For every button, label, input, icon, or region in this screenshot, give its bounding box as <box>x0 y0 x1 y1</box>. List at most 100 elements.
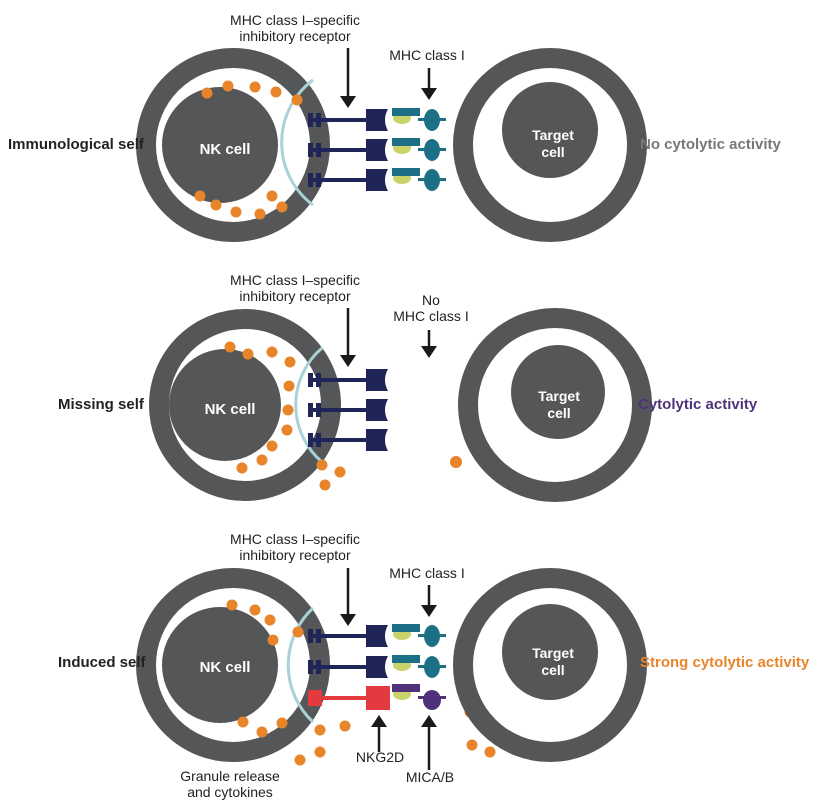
granule <box>334 466 346 478</box>
receptor-label: MHC class I–specific inhibitory receptor <box>230 272 360 304</box>
target-cell-membrane <box>458 308 652 502</box>
inhibitory-receptor-3 <box>308 429 388 451</box>
nk-cell-label: NK cell <box>199 659 251 676</box>
receptor-head <box>366 139 388 161</box>
mhc-tail <box>418 118 446 121</box>
mhc-tail <box>418 178 446 181</box>
granule <box>276 201 288 213</box>
no-mhc-label: No MHC class I <box>393 292 469 324</box>
nkg2d-label: NKG2D <box>355 749 405 765</box>
nkg2d-arrow <box>371 715 387 752</box>
inhibitory-receptor-2 <box>308 139 388 161</box>
granule <box>484 746 496 758</box>
outcome-label-no-cytolytic: No cytolytic activity <box>640 136 781 153</box>
mhc-tail <box>418 665 446 668</box>
granule <box>266 346 278 358</box>
granule-label: Granule release and cytokines <box>180 768 280 800</box>
mhc-alpha <box>392 624 420 632</box>
granule <box>256 454 268 466</box>
receptor-head <box>366 109 388 131</box>
receptor-head <box>366 169 388 191</box>
receptor-stalk <box>308 178 368 182</box>
granule <box>222 80 234 92</box>
granule <box>339 720 351 732</box>
granule <box>230 206 242 218</box>
mhc-class-i-1 <box>392 108 446 131</box>
target-cell-label: Target cell <box>532 127 574 160</box>
immune-synapse-arc <box>294 346 323 464</box>
inhibitory-receptor-2 <box>308 399 388 421</box>
receptor-stalk <box>308 696 368 700</box>
arrow-head <box>340 355 356 367</box>
granule <box>291 94 303 106</box>
mhc-arrow <box>421 585 437 617</box>
granule <box>281 424 293 436</box>
arrow-head <box>421 88 437 100</box>
inhibitory-receptor-1 <box>308 625 388 647</box>
receptor-arrow <box>340 308 356 367</box>
outcome-label-strong-cytolytic: Strong cytolytic activity <box>640 654 810 671</box>
mhc-class-i-3 <box>392 168 446 191</box>
mhc-class-i-1 <box>392 624 446 647</box>
receptor-stalk <box>308 408 368 412</box>
mhc-class-i-2 <box>392 138 446 161</box>
target-cell-nucleus <box>502 82 598 178</box>
receptor-arrow <box>340 48 356 108</box>
target-cell-label: Target cell <box>532 645 574 678</box>
receptor-head <box>366 429 388 451</box>
granule <box>236 462 248 474</box>
mica-tail <box>418 696 446 699</box>
mhc-alpha <box>392 138 420 146</box>
arrow-head <box>421 346 437 358</box>
mica-label: MICA/B <box>405 769 455 785</box>
nkg2d-receptor <box>308 686 390 710</box>
inhibitory-receptor-1 <box>308 109 388 131</box>
granule <box>283 380 295 392</box>
granule <box>267 634 279 646</box>
granule <box>226 599 238 611</box>
arrow-head <box>421 605 437 617</box>
no-mhc-arrow <box>421 330 437 358</box>
inhibitory-receptor-3 <box>308 169 388 191</box>
nk-cell-label: NK cell <box>199 141 251 158</box>
granules <box>194 80 303 220</box>
target-cell-nucleus <box>511 345 605 439</box>
receptor-stalk <box>308 118 368 122</box>
mhc-arrow <box>421 68 437 100</box>
granule <box>254 208 266 220</box>
mhc-label: MHC class I <box>389 47 465 63</box>
mica-alpha <box>392 684 420 692</box>
state-label-immunological-self: Immunological self <box>8 136 144 153</box>
granule <box>319 479 331 491</box>
granule <box>314 746 326 758</box>
granule <box>256 726 268 738</box>
granule <box>201 87 213 99</box>
nk-cell-nucleus <box>162 87 278 203</box>
granule <box>264 614 276 626</box>
granule <box>316 459 328 471</box>
target-cell-membrane <box>453 48 647 242</box>
mhc-label: MHC class I <box>389 565 465 581</box>
granule <box>292 626 304 638</box>
mhc-alpha <box>392 655 420 663</box>
mica-arrow <box>421 715 437 770</box>
granule <box>466 739 478 751</box>
receptor-arrow <box>340 568 356 626</box>
granule <box>210 199 222 211</box>
granule <box>266 440 278 452</box>
granules <box>226 599 496 766</box>
state-label-missing-self: Missing self <box>58 396 144 413</box>
mhc-tail <box>418 634 446 637</box>
arrow-head <box>340 96 356 108</box>
granule <box>282 404 294 416</box>
immune-synapse-arc <box>280 78 314 207</box>
receptor-head <box>366 656 388 678</box>
target-cell-nucleus <box>502 604 598 700</box>
nk-cell-membrane <box>149 309 341 501</box>
receptor-label: MHC class I–specific inhibitory receptor <box>230 531 360 563</box>
mica-domain <box>423 690 441 710</box>
granule <box>270 86 282 98</box>
nk-cell-nucleus <box>162 607 278 723</box>
mhc-class-i-2 <box>392 655 446 678</box>
arrow-head <box>421 715 437 727</box>
